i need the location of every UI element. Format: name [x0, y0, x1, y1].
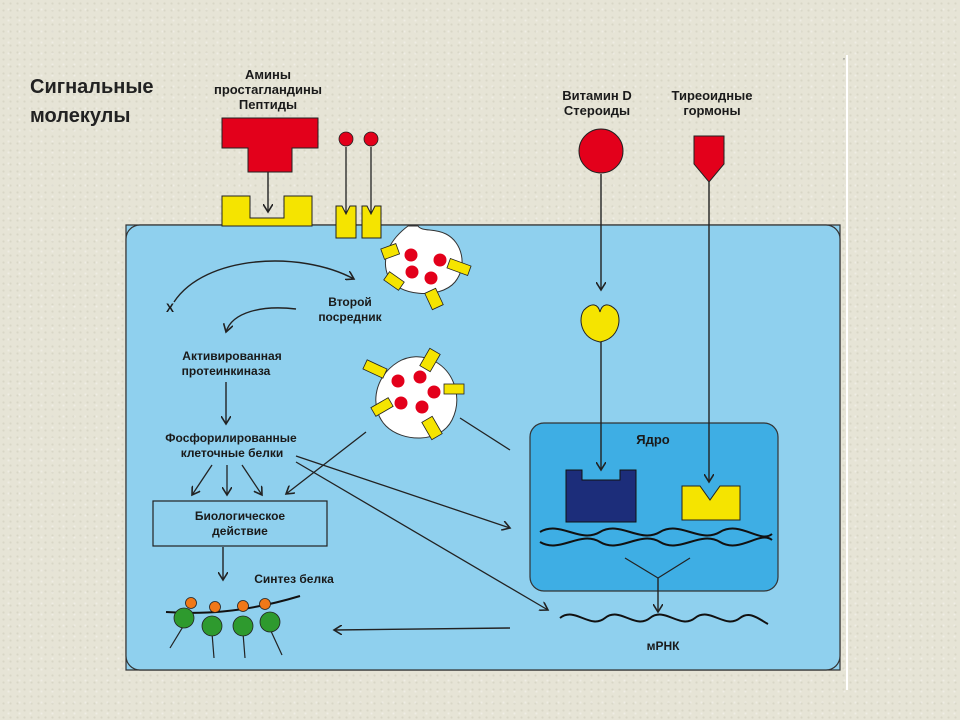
amines-label: Амины: [245, 67, 291, 82]
arrow-phospho-to-nucleus: [295, 455, 510, 528]
cytoplasmic-receptor: [580, 304, 620, 343]
arrow-x-to-second-messenger: [173, 260, 354, 303]
peptide-hormone-shape: [221, 117, 319, 173]
thyroid-label-2: гормоны: [683, 103, 740, 118]
arrow-phospho-3: [241, 464, 262, 495]
second-messenger-label-2: посредник: [318, 310, 382, 324]
phospho-label-1: Фосфорилированные: [165, 431, 297, 445]
mrna-label: мРНК: [647, 639, 681, 653]
bio-action-label-2: действие: [212, 524, 268, 538]
mrna-strand: [559, 613, 769, 625]
arrow-phospho-to-mrna: [295, 461, 548, 610]
vesicle-receptors-bottom: [362, 347, 465, 441]
dna-strand-1: [539, 527, 773, 538]
vesicle-ligands-bottom: [391, 370, 441, 414]
arrow-mrna-to-ribosome: [334, 628, 511, 630]
arrow-phospho-1: [192, 464, 213, 495]
vesicle-ligands-top: [404, 248, 447, 285]
peptides-label: Пептиды: [239, 97, 297, 112]
line-vesicle-to-nucleus: [459, 417, 511, 451]
channel-receptor-1: [335, 205, 357, 239]
divider-tick: ·: [842, 51, 846, 65]
x-label: X: [166, 301, 174, 315]
nuclear-receptor-navy: [565, 469, 637, 523]
kinase-label-2: протеинкиназа: [182, 364, 271, 378]
title-line-1: Сигнальные: [30, 76, 154, 98]
prostaglandins-label: простагландины: [214, 82, 322, 97]
steroid-hormone: [578, 128, 624, 174]
phospho-label-2: клеточные белки: [181, 446, 283, 460]
title-line-2: молекулы: [30, 105, 130, 127]
steroids-label: Стероиды: [564, 103, 630, 118]
dna-to-mrna-line-right: [657, 557, 691, 579]
thyroid-hormone: [693, 135, 725, 183]
small-ligand-1: [338, 131, 354, 147]
ribosome-stems: [169, 624, 283, 659]
arrow-second-messenger-to-kinase: [226, 307, 297, 332]
second-messenger-label-1: Второй: [328, 295, 372, 309]
protein-synthesis-label: Синтез белка: [254, 572, 334, 586]
thyroid-label-1: Тиреоидные: [672, 88, 753, 103]
kinase-label-1: Активированная: [182, 349, 281, 363]
membrane-receptor-yellow: [221, 195, 313, 227]
nucleus: [529, 422, 779, 592]
ribosomes: [173, 597, 281, 637]
vitamin-d-label: Витамин D: [562, 88, 631, 103]
nuclear-receptor-yellow: [681, 485, 741, 521]
nucleus-label: Ядро: [636, 432, 670, 447]
channel-receptor-2: [361, 205, 382, 239]
vesicle-receptors-top: [380, 243, 472, 311]
endocytic-vesicle: [385, 225, 463, 294]
small-ligand-2: [363, 131, 379, 147]
dna-strand-2: [539, 536, 773, 547]
bio-action-label-1: Биологическое: [195, 509, 286, 523]
bio-action-box: [152, 500, 328, 547]
dna-to-mrna-line-left: [624, 557, 659, 579]
arrow-vesicle-to-action: [286, 431, 367, 494]
